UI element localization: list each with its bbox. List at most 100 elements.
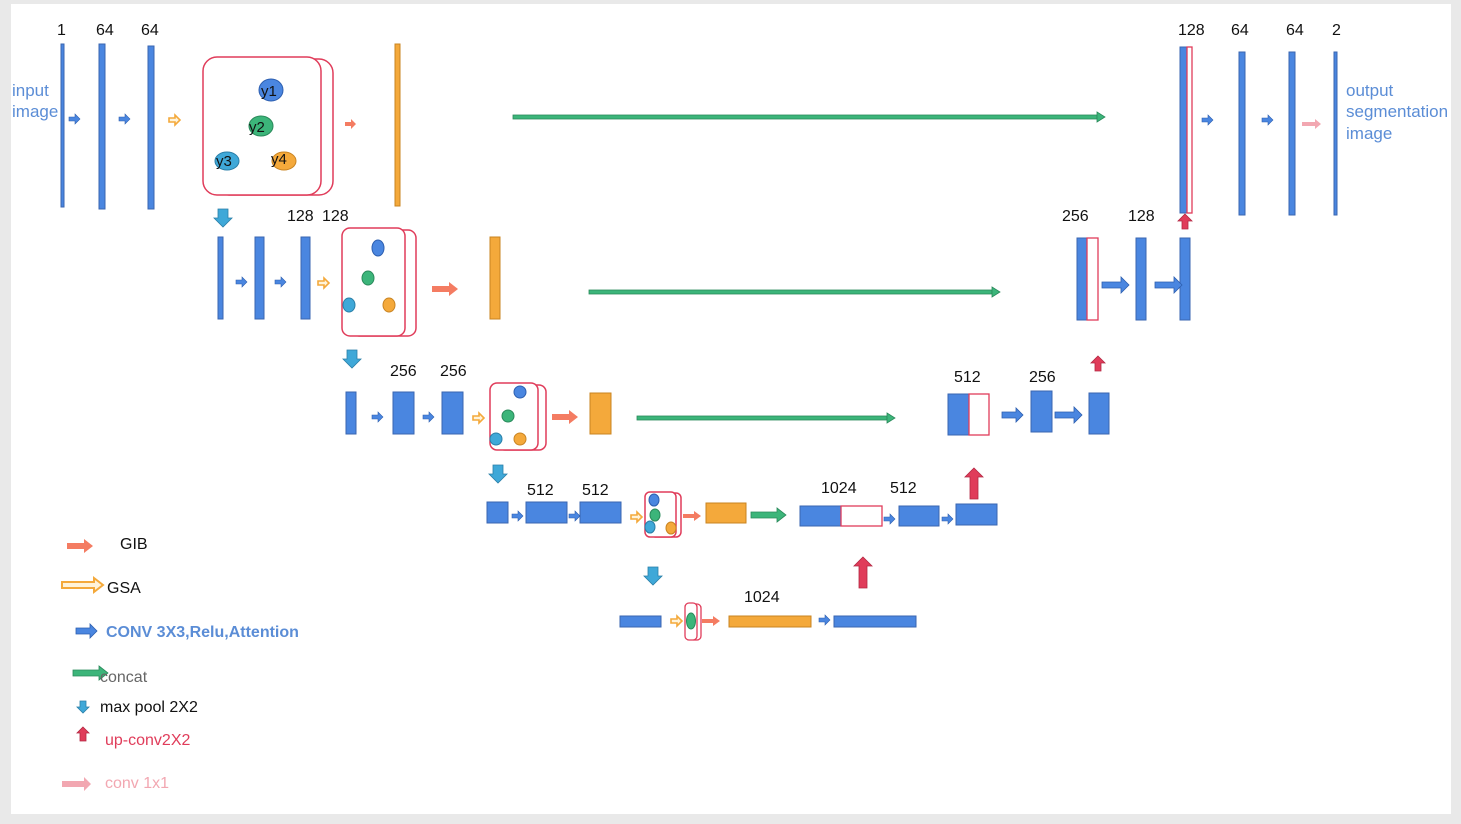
output-label-line2: segmentation bbox=[1346, 102, 1448, 121]
l2-channel-1: 128 bbox=[287, 208, 314, 225]
l3-conv-arrow-1 bbox=[371, 411, 384, 423]
l3-node-green bbox=[501, 409, 515, 423]
d3-channel-2: 256 bbox=[1029, 369, 1056, 386]
d2-channel-2: 128 bbox=[1128, 208, 1155, 225]
output-label-line3: image bbox=[1346, 124, 1392, 143]
blue-arrow-icon bbox=[75, 623, 98, 639]
d3-feature-bar-2 bbox=[1088, 392, 1110, 435]
bn-gib-output-bar bbox=[728, 615, 812, 628]
d1-conv-arrow-1 bbox=[1201, 114, 1214, 126]
pink-arrow-icon bbox=[62, 777, 91, 791]
legend-concat-label: concat bbox=[100, 669, 148, 686]
decoder-level4: 1024 512 bbox=[799, 467, 998, 527]
l2-conv-arrow-2 bbox=[274, 276, 287, 288]
l4-pool-bar bbox=[486, 501, 509, 524]
d3-channel-1: 512 bbox=[954, 369, 981, 386]
l3-pool-bar bbox=[345, 391, 357, 435]
bottleneck: 1024 bbox=[619, 556, 917, 641]
l1-maxpool-arrow bbox=[213, 208, 233, 228]
l4-node-blue bbox=[648, 493, 660, 507]
legend-conv1x1-label: conv 1x1 bbox=[105, 775, 169, 792]
level2: 128 128 bbox=[217, 208, 501, 369]
l2-gib-output-bar bbox=[489, 236, 501, 320]
down-arrow-icon bbox=[76, 700, 90, 714]
d2-upconv-arrow bbox=[1177, 213, 1193, 230]
legend-gsa-label: GSA bbox=[107, 580, 141, 597]
bn-gsa-arrow bbox=[670, 615, 683, 627]
l1-gib-output-bar bbox=[394, 43, 401, 207]
d4-channel-1: 1024 bbox=[821, 480, 857, 497]
l3-channel-2: 256 bbox=[440, 363, 467, 380]
gsa-node-y1-label: y1 bbox=[261, 83, 277, 100]
d4-channel-2: 512 bbox=[890, 480, 917, 497]
level3: 256 256 bbox=[345, 363, 612, 484]
d3-conv-arrow-1 bbox=[1001, 407, 1024, 423]
l1-feature-bar-1 bbox=[98, 43, 106, 210]
l4-node-cyan bbox=[644, 520, 656, 534]
d1-feature-bar-2 bbox=[1288, 51, 1296, 216]
l4-feature-bar-1 bbox=[525, 501, 568, 524]
l2-concat-arrow bbox=[588, 286, 1001, 298]
l2-node-orange bbox=[382, 297, 396, 313]
d2-channel-1: 256 bbox=[1062, 208, 1089, 225]
bn-pool-bar bbox=[619, 615, 662, 628]
l3-conv-arrow-2 bbox=[422, 411, 435, 423]
d1-concat-copy bbox=[1186, 46, 1193, 214]
l1-conv-arrow-1 bbox=[68, 113, 81, 125]
l1-feature-bar-2 bbox=[147, 45, 155, 210]
legend-upconv-label: up-conv2X2 bbox=[105, 732, 190, 749]
orange-outline-arrow-icon bbox=[61, 575, 105, 595]
l2-node-green bbox=[361, 270, 375, 286]
l2-feature-bar-2 bbox=[300, 236, 311, 320]
l4-node-orange bbox=[665, 521, 677, 535]
gsa-node-y3 bbox=[214, 151, 240, 171]
gsa-node-y4 bbox=[271, 151, 297, 171]
d4-concat-blue bbox=[799, 505, 842, 527]
l4-conv-arrow-1 bbox=[511, 510, 524, 522]
l4-gib-output-bar bbox=[705, 502, 747, 524]
l2-gib-arrow bbox=[432, 282, 458, 296]
gsa-node-y3-label: y3 bbox=[216, 153, 232, 170]
gsa-node-y2-label: y2 bbox=[249, 119, 265, 136]
l1-gib-arrow bbox=[345, 119, 356, 129]
d2-feature-bar-2 bbox=[1179, 237, 1191, 321]
d1-feature-bar-1 bbox=[1238, 51, 1246, 216]
d3-upconv-arrow bbox=[1090, 355, 1106, 372]
l4-maxpool-arrow bbox=[643, 566, 663, 586]
l4-conv-arrow-2 bbox=[568, 510, 581, 522]
d3-feature-bar-1 bbox=[1030, 390, 1053, 433]
level4: 512 512 bbox=[486, 482, 787, 586]
l4-channel-1: 512 bbox=[527, 482, 554, 499]
d4-conv-arrow-1 bbox=[883, 513, 896, 525]
l1-channel-1: 1 bbox=[57, 22, 66, 39]
l4-node-green bbox=[649, 508, 661, 522]
l3-gib-arrow bbox=[552, 410, 578, 424]
l2-conv-arrow-1 bbox=[235, 276, 248, 288]
d2-conv-arrow-2 bbox=[1154, 276, 1183, 294]
l4-concat-arrow bbox=[750, 507, 787, 523]
d4-conv-arrow-2 bbox=[941, 513, 954, 525]
bn-conv-bar bbox=[833, 615, 917, 628]
d1-channel-4: 2 bbox=[1332, 22, 1341, 39]
d3-concat-blue bbox=[947, 393, 970, 436]
d3-concat-copy bbox=[968, 393, 990, 436]
up-arrow-icon bbox=[76, 726, 90, 742]
legend: GIB GSA CONV 3X3,Relu,Attention concat m… bbox=[61, 536, 299, 792]
l2-feature-bar-1 bbox=[254, 236, 265, 320]
l3-node-blue bbox=[513, 385, 527, 399]
d2-concat-blue bbox=[1076, 237, 1088, 321]
d4-feature-bar-1 bbox=[898, 505, 940, 527]
d1-conv-arrow-2 bbox=[1261, 114, 1274, 126]
legend-maxpool-label: max pool 2X2 bbox=[100, 699, 198, 716]
l2-channel-2: 128 bbox=[322, 208, 349, 225]
legend-gib-label: GIB bbox=[120, 536, 148, 553]
d2-feature-bar-1 bbox=[1135, 237, 1147, 321]
l3-channel-1: 256 bbox=[390, 363, 417, 380]
decoder-level3: 512 256 bbox=[947, 355, 1110, 436]
d4-concat-copy bbox=[840, 505, 883, 527]
l2-node-cyan bbox=[342, 297, 356, 313]
l1-channel-3: 64 bbox=[141, 22, 159, 39]
l3-node-orange bbox=[513, 432, 527, 446]
salmon-arrow-icon bbox=[67, 539, 93, 553]
bn-upconv-arrow bbox=[853, 556, 873, 589]
